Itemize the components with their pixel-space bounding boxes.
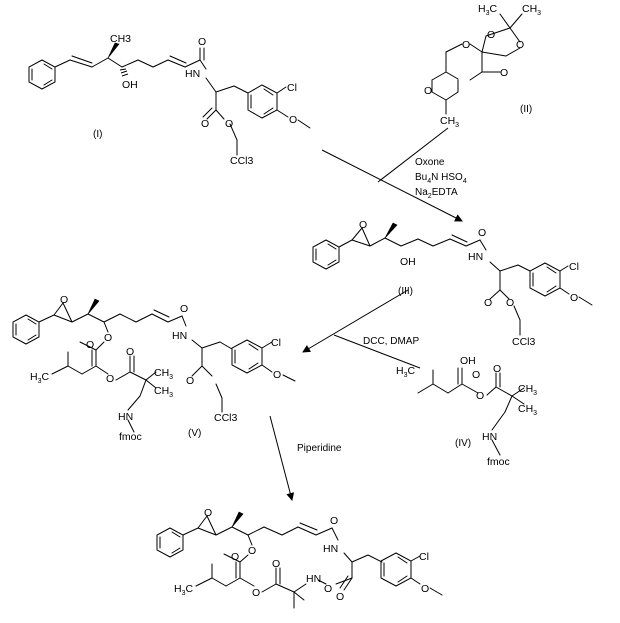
product-atoms: O O HN O O O O HN O O Cl O xyxy=(204,507,429,603)
compound-III-atom: OH xyxy=(400,256,416,268)
compound-II-atom: O xyxy=(462,39,470,51)
compound-III-atom: Cl xyxy=(569,261,579,273)
compound-IV-atom: HN xyxy=(482,431,497,443)
methyl-label: H3C xyxy=(30,371,50,385)
product-atom: O xyxy=(252,587,260,599)
compound-I-atoms: O HN OH O O Cl O CCl3 CH3 (I) xyxy=(93,33,297,167)
compound-III-atom: CCl3 xyxy=(512,336,535,348)
reaction-arrows xyxy=(269,127,463,501)
reagent-label: Na2EDTA xyxy=(415,187,458,200)
compound-V-atom: O xyxy=(273,369,281,381)
compound-II-atom: O xyxy=(500,67,508,79)
compound-I-atom: CCl3 xyxy=(230,155,253,167)
compound-I-atom: HN xyxy=(185,68,200,80)
compound-IV-atom: O xyxy=(476,390,484,402)
compound-V-atom: HN xyxy=(118,411,133,423)
methyl-label: CH3 xyxy=(154,385,173,399)
reagent-label: Oxone xyxy=(415,157,445,168)
compound-III-atom: O xyxy=(570,292,578,304)
methyl-label: CH3 xyxy=(154,367,173,381)
compound-V-atom: O xyxy=(86,339,94,351)
product-structure xyxy=(156,511,443,609)
compound-label-I: (I) xyxy=(93,129,102,140)
compound-V-atom: O xyxy=(186,375,194,387)
compound-I-structure xyxy=(28,42,311,156)
compound-label-V: (V) xyxy=(188,428,201,439)
compound-V-atom: Cl xyxy=(271,337,281,349)
compound-V-atom: O xyxy=(60,294,68,306)
compound-V-atom: O xyxy=(180,303,188,315)
compound-III-atoms: O O HN OH O O Cl O CCl3 (III) xyxy=(359,219,579,348)
compound-III-atom: O xyxy=(484,297,492,309)
product-atom: O xyxy=(336,591,344,603)
reagent-label: DCC, DMAP xyxy=(363,336,419,347)
compound-I-atom: O xyxy=(198,36,206,48)
compound-V-atom: HN xyxy=(172,330,187,342)
methyl-label: CH3 xyxy=(440,115,459,129)
compound-I-atom: O xyxy=(201,118,209,130)
compound-III-atom: HN xyxy=(468,251,483,263)
reagent-feed-line xyxy=(333,334,421,369)
compound-V-structure xyxy=(12,298,296,433)
methyl-label: CH3 xyxy=(518,383,537,397)
compound-V-atom: O xyxy=(106,373,114,385)
compound-IV-atoms: OH O O O HN fmoc (IV) xyxy=(455,355,510,468)
reagent-label: Bu4N HSO4 xyxy=(415,172,467,185)
compound-I-atom: Cl xyxy=(287,82,297,94)
reaction-arrow-3 xyxy=(269,415,295,501)
reagent-feed-line xyxy=(377,127,449,183)
compound-II-atom: O xyxy=(424,85,432,97)
compound-III-atom: O xyxy=(506,297,514,309)
compound-III-structure xyxy=(312,222,593,336)
compound-II-atom: O xyxy=(487,29,495,41)
product-atom: Cl xyxy=(419,551,429,563)
compound-I-atom: O xyxy=(225,118,233,130)
protecting-group-label: fmoc xyxy=(119,431,142,443)
compound-II-structure xyxy=(431,13,523,115)
methyl-label: CH3 xyxy=(110,33,131,45)
compound-II-atoms: O O O O O (II) xyxy=(424,29,532,115)
methyl-label: H3C xyxy=(478,3,498,17)
product-atom: O xyxy=(330,515,338,527)
product-atom: O xyxy=(231,551,239,563)
methyl-label: CH3 xyxy=(518,403,537,417)
methyl-label: CH3 xyxy=(522,3,541,17)
product-atom: HN xyxy=(306,573,321,585)
methyl-labels: H3C CH3 CH3 H3C CH3 CH3 H3C CH3 CH3 H3C xyxy=(30,3,541,597)
protecting-group-label: fmoc xyxy=(487,456,510,468)
compound-label-IV: (IV) xyxy=(455,438,471,449)
reaction-arrow-1 xyxy=(321,149,463,222)
methyl-label: H3C xyxy=(174,583,194,597)
reagent-label: Piperidine xyxy=(297,443,342,454)
product-atom: O xyxy=(324,583,332,595)
product-atom: O xyxy=(272,558,280,570)
reaction-arrow-2 xyxy=(302,289,409,353)
compound-IV-structure xyxy=(417,367,525,456)
compound-III-atom: O xyxy=(359,219,367,231)
compound-V-atoms: O O HN O O O O O Cl O CCl3 HN fmoc (V) xyxy=(60,294,281,443)
product-atom: O xyxy=(248,545,256,557)
compound-III-atom: O xyxy=(478,227,486,239)
compound-IV-atom: O xyxy=(472,369,480,381)
product-atom: O xyxy=(204,507,212,519)
product-atom: O xyxy=(421,583,429,595)
compound-IV-atom: OH xyxy=(460,355,476,367)
compound-label-II: (II) xyxy=(520,104,532,115)
compound-V-atom: CCl3 xyxy=(214,412,237,424)
compound-V-atom: O xyxy=(126,346,134,358)
product-atom: HN xyxy=(323,543,338,555)
compound-V-atom: O xyxy=(104,332,112,344)
compound-I-atom: O xyxy=(289,114,297,126)
methyl-label: H3C xyxy=(396,365,416,379)
compound-I-atom: OH xyxy=(122,79,138,91)
compound-II-atom: O xyxy=(516,39,524,51)
compound-IV-atom: O xyxy=(493,363,501,375)
